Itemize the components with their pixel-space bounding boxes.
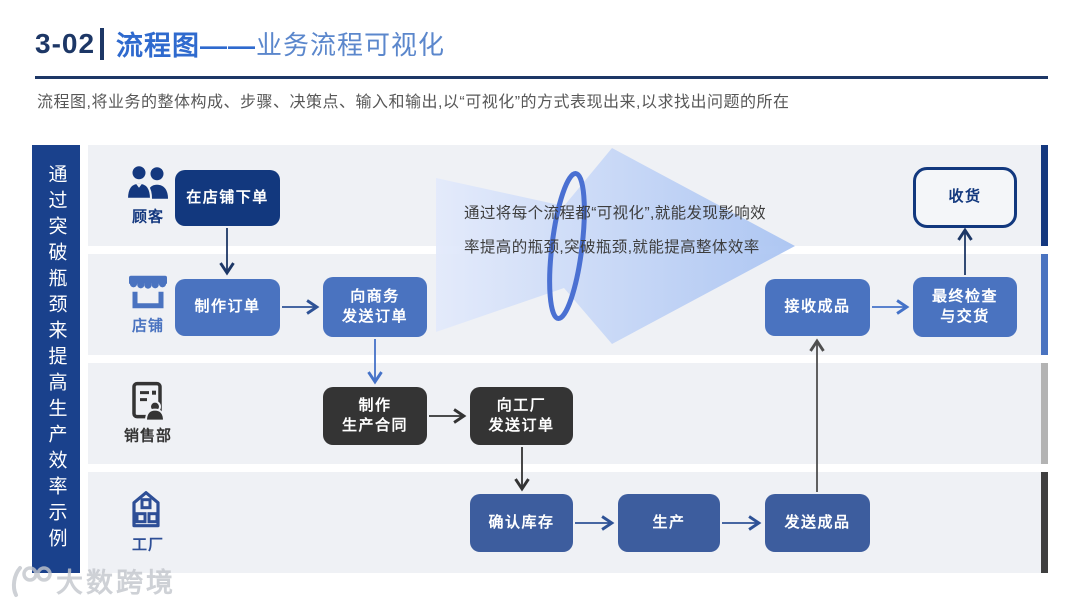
flow-node-make-order: 制作订单 <box>175 279 280 336</box>
lane-accent-bar <box>1041 145 1048 246</box>
annotation-line-2: 率提高的瓶颈,突破瓶颈,就能提高整体效率 <box>464 239 760 256</box>
lane-accent-bar <box>1041 472 1048 573</box>
factory-icon <box>132 490 160 527</box>
lane-label-customer: 顾客 <box>131 208 164 226</box>
header-rule <box>35 76 1048 79</box>
lane-head-factory: 工厂 <box>102 488 194 554</box>
watermark: 大数跨境 <box>6 561 176 600</box>
flow-node-produce: 生产 <box>618 494 720 552</box>
lane-head-customer: 顾客 <box>102 162 194 226</box>
lane-accent-bar <box>1041 254 1048 355</box>
vertical-banner-label: 通过突破瓶颈来提高生产效率示例 <box>45 164 67 554</box>
header-divider <box>100 27 105 60</box>
annotation-line-1: 通过将每个流程都“可视化”,就能发现影响效 <box>464 205 767 222</box>
flow-node-send-business: 向商务 发送订单 <box>323 277 427 337</box>
lane-head-shop: 店铺 <box>102 271 194 335</box>
page-title-bold: 流程图—— <box>116 31 257 61</box>
lane-label-sales: 销售部 <box>123 427 172 445</box>
flow-node-receive: 收货 <box>913 167 1017 228</box>
lane-accent-bar <box>1041 363 1048 464</box>
sales-doc-icon <box>132 381 166 422</box>
lane-head-sales: 销售部 <box>102 379 194 445</box>
flow-node-ship-goods: 发送成品 <box>765 494 870 552</box>
flow-node-final-check: 最终检查 与交货 <box>913 277 1017 337</box>
storefront-icon <box>129 275 167 308</box>
lane-label-shop: 店铺 <box>131 317 164 335</box>
page-title-light: 业务流程可视化 <box>256 30 446 60</box>
page-header: 3-02 流程图—— 业务流程可视化 <box>35 24 445 63</box>
customers-icon <box>125 163 168 200</box>
vertical-banner: 通过突破瓶颈来提高生产效率示例 <box>32 145 80 573</box>
section-number: 3-02 <box>35 27 96 59</box>
watermark-text: 大数跨境 <box>56 568 176 598</box>
annotation-text: 通过将每个流程都“可视化”,就能发现影响效 率提高的瓶颈,突破瓶颈,就能提高整体… <box>464 197 766 265</box>
lane-label-factory: 工厂 <box>131 536 164 554</box>
flow-node-receive-goods: 接收成品 <box>765 279 870 336</box>
flow-node-check-stock: 确认库存 <box>470 494 573 552</box>
flow-node-send-factory: 向工厂 发送订单 <box>470 387 573 445</box>
watermark-logo-icon <box>11 565 52 597</box>
flow-node-make-contract: 制作 生产合同 <box>323 387 427 445</box>
page-subtitle: 流程图,将业务的整体构成、步骤、决策点、输入和输出,以“可视化”的方式表现出来,… <box>37 94 790 111</box>
flow-node-order: 在店铺下单 <box>175 170 280 226</box>
